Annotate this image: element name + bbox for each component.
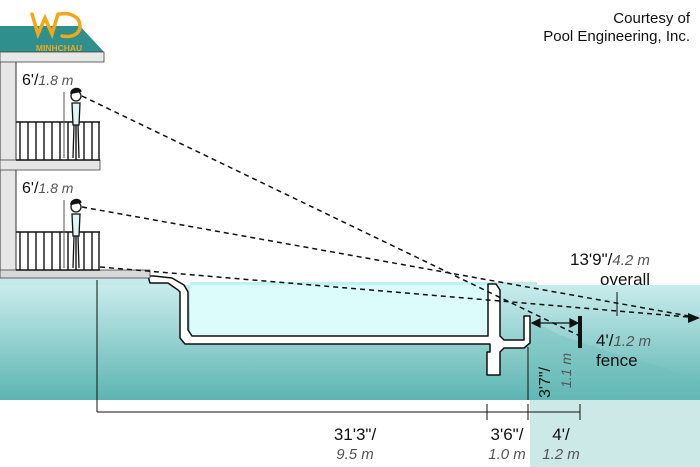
overall-label: 13'9"/4.2 m: [570, 250, 650, 269]
sight-lines: [81, 95, 700, 337]
pool-water: [190, 282, 488, 339]
pool-water-top: [190, 282, 488, 285]
credit-line-2: Pool Engineering, Inc.: [543, 28, 690, 45]
ground-slope: [530, 320, 700, 467]
fence-label: 4'/1.2 m: [596, 331, 651, 350]
lower-observer-figure: [70, 198, 82, 269]
credit-line-1: Courtesy of: [613, 10, 691, 27]
bottom-dimension-lines: [96, 280, 581, 420]
logo-mark-icon: [30, 11, 82, 40]
logo-text: MINHCHAU: [36, 43, 82, 53]
dim-deck-imperial: 3'6"/: [491, 425, 524, 444]
overall-imperial: 13'9"/: [570, 250, 613, 269]
upper-balcony-railing: [16, 121, 100, 161]
overall-metric: 4.2 m: [612, 252, 650, 269]
lower-observer-label: 6'/1.8 m: [22, 180, 74, 197]
fence-metric: 1.2 m: [613, 333, 651, 350]
fence-offset-arrow: [530, 318, 580, 328]
dim-pool-length-imperial: 31'3"/: [334, 425, 377, 444]
upper-observer-figure: [70, 87, 82, 159]
ground-floor-slab: [0, 269, 151, 279]
lower-observer-metric: 1.8 m: [38, 180, 73, 196]
overall-word: overall: [600, 270, 650, 289]
wall-height-imperial: 3'7"/: [537, 366, 554, 398]
dim-fence-offset-imperial: 4'/: [552, 425, 570, 444]
pool-shell: [147, 275, 531, 376]
upper-observer-label: 6'/1.8 m: [22, 72, 74, 89]
upper-observer-imperial: 6'/: [22, 72, 39, 89]
lower-observer-imperial: 6'/: [22, 180, 39, 197]
upper-observer-metric: 1.8 m: [38, 72, 73, 88]
dim-deck-metric: 1.0 m: [488, 446, 526, 463]
logo: MINHCHAU: [30, 11, 82, 53]
overall-arrowhead: [688, 313, 700, 323]
roof-eave: [0, 51, 105, 63]
lower-balcony-railing: [16, 231, 100, 271]
upper-floor-slab: [0, 159, 101, 171]
wall-height-metric: 1.1 m: [558, 353, 574, 388]
fence-imperial: 4'/: [596, 331, 614, 350]
fence-word: fence: [596, 351, 638, 370]
dim-fence-offset-metric: 1.2 m: [542, 446, 580, 463]
dim-pool-length-metric: 9.5 m: [336, 446, 374, 463]
